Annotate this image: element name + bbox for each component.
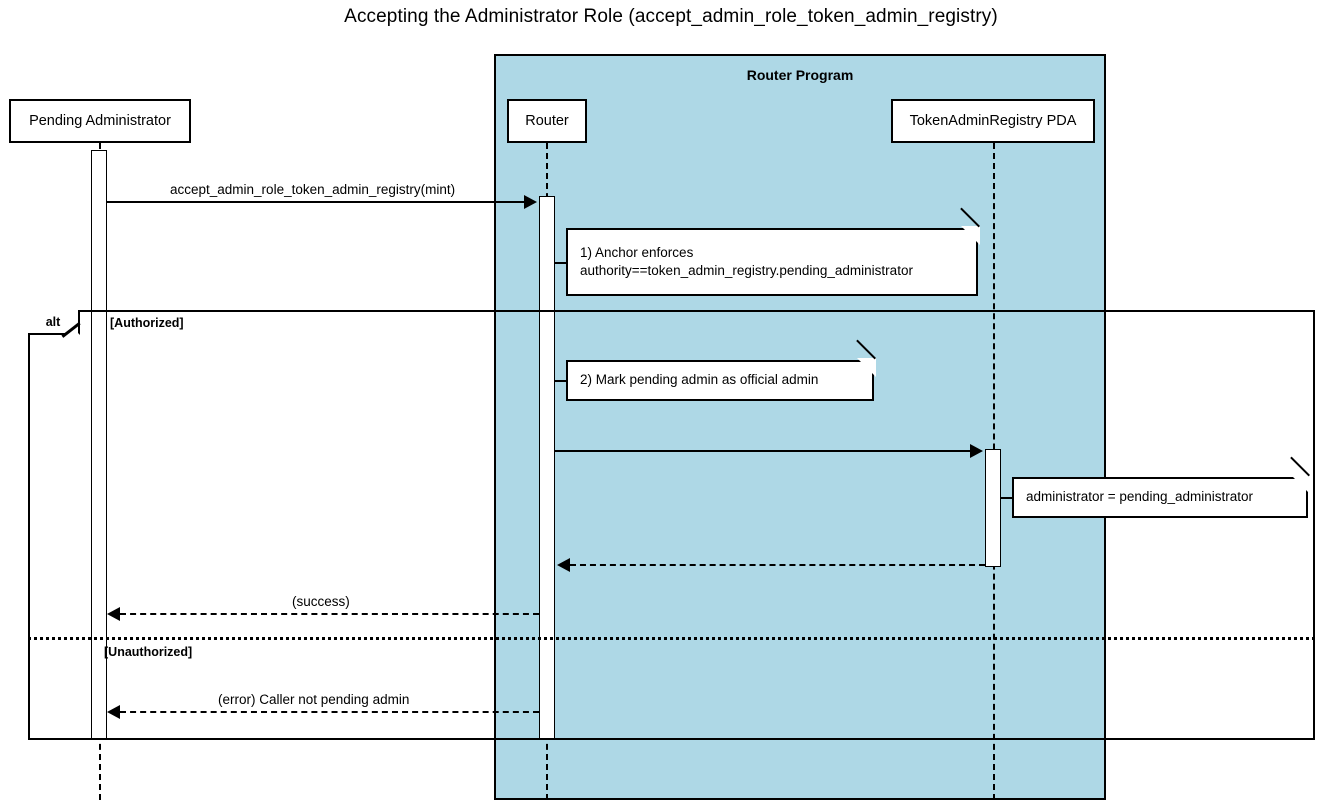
message-label-accept-admin-role: accept_admin_role_token_admin_registry(m…	[170, 182, 456, 197]
alt-fragment-divider	[28, 637, 1315, 640]
note-border	[1012, 477, 1308, 518]
participant-label: Pending Administrator	[29, 113, 171, 129]
alt-fragment-guard-unauthorized: [Unauthorized]	[104, 645, 193, 659]
message-label-success: (success)	[292, 594, 350, 609]
note-text: 2) Mark pending admin as official admin	[580, 372, 819, 388]
note-text: administrator = pending_administrator	[1026, 489, 1253, 505]
note-fold-mask	[961, 226, 980, 245]
note-anchor-enforces: 1) Anchor enforces authority==token_admi…	[566, 207, 980, 296]
note-border	[566, 360, 874, 401]
participant-pending-administrator[interactable]: Pending Administrator	[9, 99, 191, 143]
participant-router[interactable]: Router	[507, 99, 587, 143]
message-line-pda-return	[570, 564, 985, 566]
participant-token-admin-registry-pda[interactable]: TokenAdminRegistry PDA	[891, 99, 1095, 143]
participant-label: TokenAdminRegistry PDA	[909, 113, 1077, 129]
message-arrowhead-accept-admin-role	[524, 195, 537, 209]
note-fold-mask	[1291, 475, 1310, 494]
note-text: 1) Anchor enforces authority==token_admi…	[580, 244, 913, 278]
note-fold-mask	[857, 358, 876, 377]
note-border	[566, 228, 978, 296]
activation-token-admin-registry-pda	[985, 449, 1001, 567]
note-connector-mark-pending-admin	[555, 380, 568, 382]
participant-label: Router	[525, 113, 569, 129]
message-line-accept-admin-role	[107, 201, 524, 203]
message-arrowhead-success	[107, 607, 120, 621]
message-line-error	[120, 711, 539, 713]
message-line-success	[120, 613, 539, 615]
note-administrator-assignment: administrator = pending_administrator	[1012, 456, 1310, 518]
alt-fragment-operator-label: alt	[45, 314, 61, 329]
note-mark-pending-admin: 2) Mark pending admin as official admin	[566, 339, 876, 401]
alt-fragment	[28, 310, 1315, 740]
note-connector-administrator-assignment	[1001, 497, 1013, 499]
note-connector-anchor-enforces	[555, 262, 568, 264]
message-arrowhead-pda-return	[557, 558, 570, 572]
page-title: Accepting the Administrator Role (accept…	[344, 6, 998, 27]
group-box-router-program: Router Program	[494, 54, 1106, 800]
message-line-set-administrator	[555, 450, 970, 452]
alt-fragment-guard-authorized: [Authorized]	[110, 316, 184, 330]
group-box-title: Router Program	[746, 67, 854, 83]
message-label-error: (error) Caller not pending admin	[218, 692, 410, 707]
message-arrowhead-set-administrator	[970, 444, 983, 458]
message-arrowhead-error	[107, 705, 120, 719]
